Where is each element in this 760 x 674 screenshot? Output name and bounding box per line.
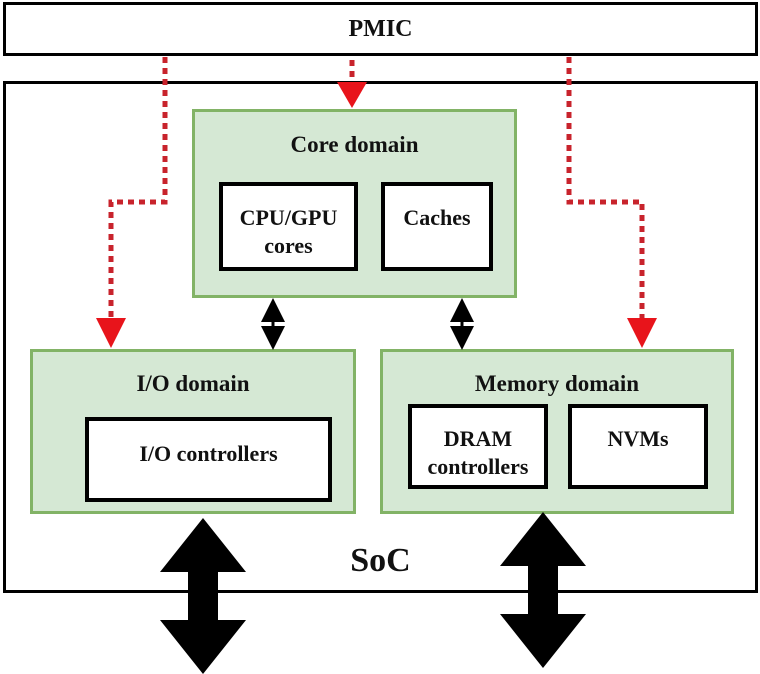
nvms-label: NVMs (607, 426, 669, 451)
cpu-gpu-cores-line2: cores (264, 233, 313, 258)
pmic-box: PMIC (3, 2, 758, 56)
io-domain-title: I/O domain (136, 371, 250, 396)
power-line-io (96, 57, 168, 348)
cpu-gpu-cores-block: CPU/GPU cores (219, 182, 358, 271)
memory-domain: Memory domain DRAM controllers NVMs (380, 349, 734, 514)
cpu-gpu-cores-line1: CPU/GPU (239, 205, 338, 230)
io-controllers-block: I/O controllers (85, 417, 332, 502)
io-domain: I/O domain I/O controllers (30, 349, 356, 514)
power-arrowhead-memory-icon (627, 318, 657, 348)
core-domain: Core domain CPU/GPU cores Caches (192, 109, 517, 298)
core-memory-bidirectional-arrow-icon (450, 298, 474, 350)
power-line-core (337, 60, 367, 108)
core-io-bidirectional-arrow-icon (261, 298, 285, 350)
memory-external-bidirectional-arrow-icon (500, 512, 586, 668)
power-line-memory (566, 57, 657, 348)
memory-domain-title: Memory domain (474, 371, 640, 396)
dram-controllers-line1: DRAM (443, 426, 513, 451)
power-arrowhead-core-icon (337, 82, 367, 108)
core-domain-title: Core domain (290, 132, 419, 157)
io-external-bidirectional-arrow-icon (160, 518, 246, 674)
pmic-label: PMIC (348, 16, 413, 42)
dram-controllers-line2: controllers (427, 454, 529, 479)
caches-block: Caches (381, 182, 493, 271)
io-controllers-label: I/O controllers (139, 441, 278, 466)
dram-controllers-block: DRAM controllers (408, 404, 548, 489)
caches-label: Caches (403, 205, 471, 230)
soc-label: SoC (350, 542, 411, 579)
nvms-block: NVMs (568, 404, 708, 489)
power-arrowhead-io-icon (96, 318, 126, 348)
